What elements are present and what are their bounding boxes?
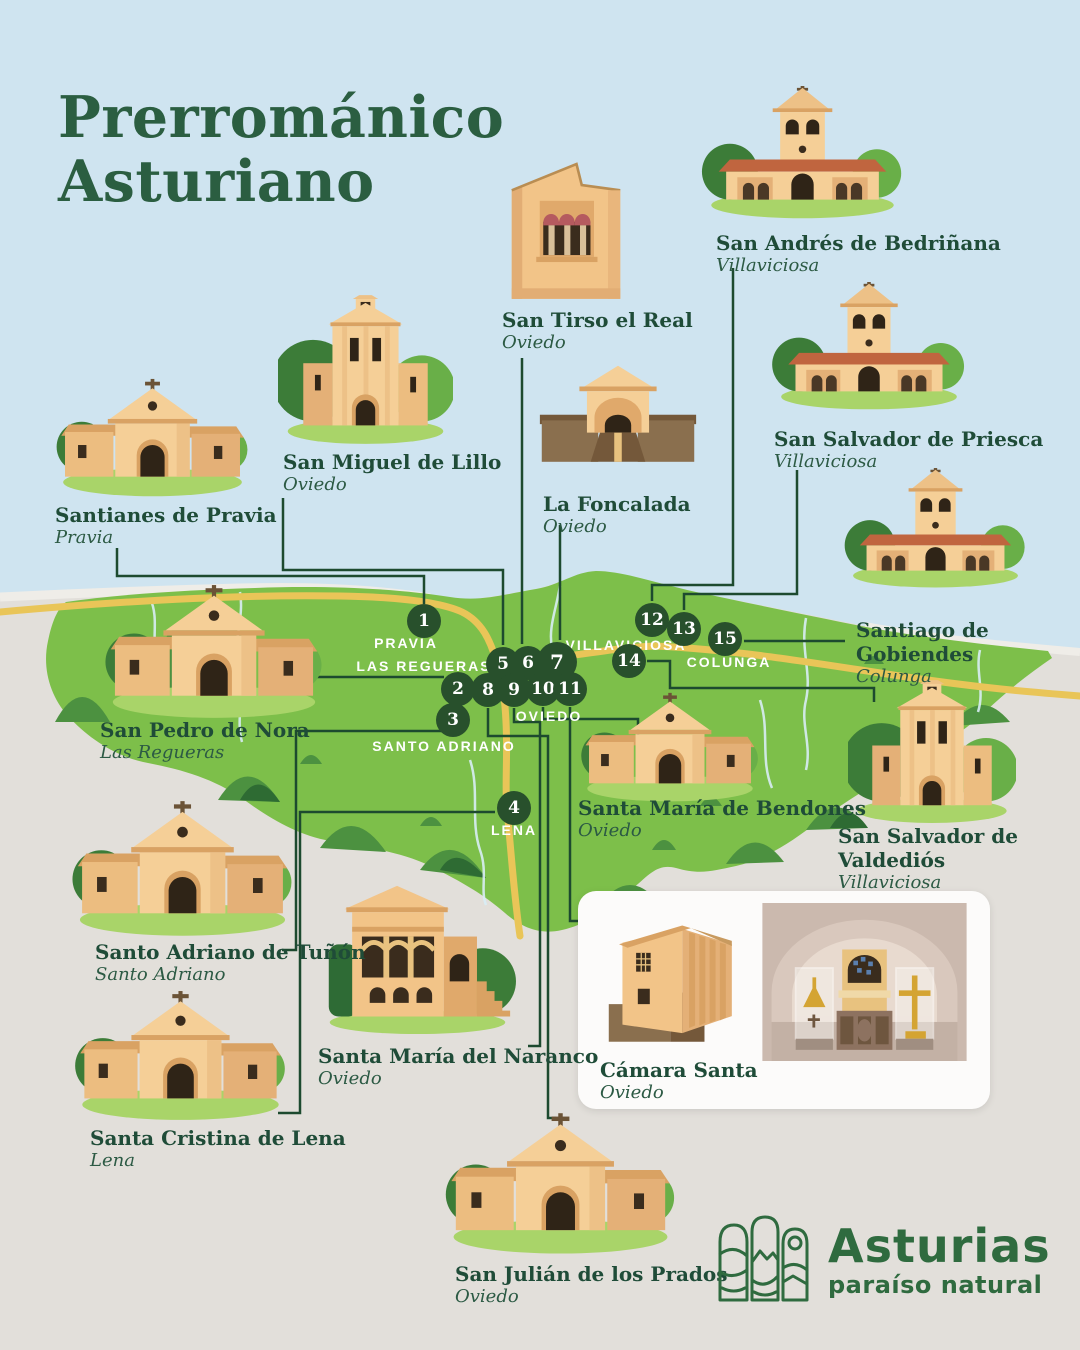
monument-label-san-salvador-de-valdedios: San Salvador de Valdediós Villaviciosa <box>838 824 1080 894</box>
church-illustration-san-pedro-de-nora <box>98 584 330 721</box>
monument-place: Villaviciosa <box>716 255 820 276</box>
map-town-label-santo-adriano: SANTO ADRIANO <box>372 738 516 754</box>
monument-label-santiago-de-gobiendes: Santiago de Gobiendes Colunga <box>856 618 1080 688</box>
monument-place: Lena <box>90 1150 135 1171</box>
monument-place: Oviedo <box>318 1068 382 1089</box>
monument-label-san-andres-de-bedrinana: San Andrés de Bedriñana Villaviciosa <box>716 231 1001 277</box>
monument-name: San Andrés de Bedriñana <box>716 231 1001 255</box>
monument-name: Cámara Santa <box>600 1058 758 1082</box>
church-illustration-san-salvador-de-valdedios <box>848 680 1016 825</box>
map-town-label-lena: LENA <box>490 822 538 838</box>
map-town-label-pravia: PRAVIA <box>374 635 438 651</box>
map-marker-11: 11 <box>553 672 587 706</box>
asturias-logo: Asturias paraíso natural <box>712 1212 1051 1307</box>
monument-place: Pravia <box>55 527 114 548</box>
monument-name: San Pedro de Nora <box>100 718 310 742</box>
map-marker-12: 12 <box>635 603 669 637</box>
church-illustration-santianes-de-pravia <box>50 378 255 499</box>
map-marker-1: 1 <box>407 604 441 638</box>
monument-label-santa-maria-del-naranco: Santa María del Naranco Oviedo <box>318 1044 598 1090</box>
monument-label-san-tirso-el-real: San Tirso el Real Oviedo <box>502 308 693 354</box>
page-title-line1: Prerrománico <box>58 84 505 151</box>
monument-place: Oviedo <box>600 1082 664 1103</box>
monument-name: Santa María del Naranco <box>318 1044 599 1068</box>
map-town-label-las-regueras: LAS REGUERAS <box>356 658 492 674</box>
map-marker-15: 15 <box>708 622 742 656</box>
monument-name: Santo Adriano de Tuñón <box>95 940 366 964</box>
church-illustration-san-salvador-de-priesca <box>770 282 968 412</box>
monument-name: Santianes de Pravia <box>55 503 277 527</box>
map-marker-4: 4 <box>497 791 531 825</box>
monument-label-santo-adriano-de-tunon: Santo Adriano de Tuñón Santo Adriano <box>95 940 366 986</box>
church-illustration-san-tirso-el-real <box>496 150 636 312</box>
monument-place: Oviedo <box>455 1286 519 1307</box>
church-illustration-san-andres-de-bedrinana <box>700 86 905 221</box>
church-illustration-santo-adriano-de-tunon <box>65 800 300 939</box>
church-illustration-santa-maria-de-bendones <box>575 692 765 804</box>
monument-place: Santo Adriano <box>95 964 226 985</box>
monument-name: San Tirso el Real <box>502 308 693 332</box>
monument-name: San Miguel de Lillo <box>283 450 502 474</box>
monument-label-san-salvador-de-priesca: San Salvador de Priesca Villaviciosa <box>774 427 1043 473</box>
monument-label-santianes-de-pravia: Santianes de Pravia Pravia <box>55 503 277 549</box>
church-illustration-san-miguel-de-lillo <box>278 295 453 446</box>
monument-name: Santa Cristina de Lena <box>90 1126 346 1150</box>
monument-place: Las Regueras <box>100 742 225 763</box>
interior-illustration-camara-santa <box>762 903 967 1061</box>
monument-place: Oviedo <box>502 332 566 353</box>
monument-place: Colunga <box>856 666 932 687</box>
asturias-logo-text: Asturias paraíso natural <box>828 1223 1051 1297</box>
monument-place: Oviedo <box>543 516 607 537</box>
monument-name: Santa María de Bendones <box>578 796 866 820</box>
map-town-label-oviedo: OVIEDO <box>515 708 583 724</box>
asturias-stones-icon <box>718 1215 809 1302</box>
logo-brand: Asturias <box>828 1218 1051 1273</box>
map-town-label-colunga: COLUNGA <box>686 654 772 670</box>
monument-name: San Salvador de Priesca <box>774 427 1044 451</box>
monument-place: Villaviciosa <box>838 872 942 893</box>
monument-name: La Foncalada <box>543 492 691 516</box>
map-marker-2: 2 <box>441 672 475 706</box>
monument-place: Villaviciosa <box>774 451 878 472</box>
map-marker-13: 13 <box>667 612 701 646</box>
fountain-illustration-la-foncalada <box>538 362 698 475</box>
map-marker-3: 3 <box>436 703 470 737</box>
monument-label-santa-maria-de-bendones: Santa María de Bendones Oviedo <box>578 796 866 842</box>
map-marker-9: 9 <box>497 673 531 707</box>
monument-label-la-foncalada: La Foncalada Oviedo <box>543 492 691 538</box>
monument-label-san-miguel-de-lillo: San Miguel de Lillo Oviedo <box>283 450 501 496</box>
church-illustration-santiago-de-gobiendes <box>843 468 1028 590</box>
page-title-line2: Asturiano <box>58 147 375 215</box>
page-title: Prerrománico Asturiano <box>58 86 504 214</box>
church-illustration-santa-cristina-de-lena <box>68 990 293 1123</box>
monument-name: San Julián de los Prados <box>455 1262 728 1286</box>
monument-label-santa-cristina-de-lena: Santa Cristina de Lena Lena <box>90 1126 346 1172</box>
monument-place: Oviedo <box>578 820 642 841</box>
monument-label-san-pedro-de-nora: San Pedro de Nora Las Regueras <box>100 718 310 764</box>
monument-name: San Salvador de Valdediós <box>838 824 1019 872</box>
building-illustration-camara-santa-exterior <box>600 905 750 1046</box>
monument-name: Santiago de Gobiendes <box>856 618 989 666</box>
monument-place: Oviedo <box>283 474 347 495</box>
monument-label-san-julian-de-los-prados: San Julián de los Prados Oviedo <box>455 1262 728 1308</box>
church-illustration-san-julian-de-los-prados <box>438 1112 683 1257</box>
logo-tagline: paraíso natural <box>828 1270 1043 1299</box>
monument-label-camara-santa: Cámara Santa Oviedo <box>600 1058 758 1104</box>
map-marker-14: 14 <box>612 644 646 678</box>
